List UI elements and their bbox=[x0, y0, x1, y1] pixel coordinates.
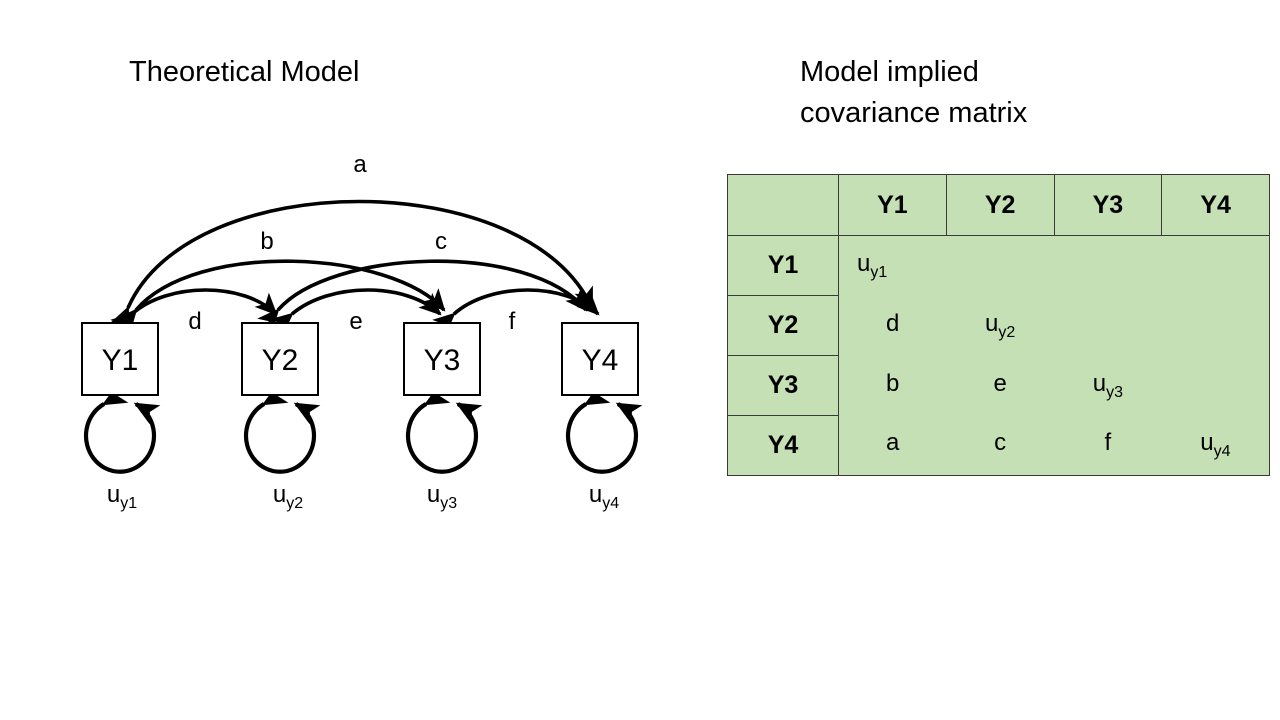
matrix-row-header-y1: Y1 bbox=[727, 235, 839, 296]
cell-base: f bbox=[1104, 429, 1112, 457]
matrix-row-header-y4: Y4 bbox=[727, 415, 839, 476]
cell-base: d bbox=[885, 309, 900, 337]
matrix-cell-y1-y3 bbox=[1054, 235, 1162, 296]
node-y4[interactable]: Y4 bbox=[561, 322, 639, 396]
cell-base: u bbox=[1092, 369, 1107, 397]
matrix-row-y4: Y4 a c f uy4 bbox=[727, 415, 1270, 476]
matrix-col-header-y2: Y2 bbox=[945, 174, 1055, 236]
residual-label-y2: uy2 bbox=[273, 481, 303, 512]
residual-label-y3: uy3 bbox=[427, 481, 457, 512]
matrix-cell-y1-y2 bbox=[946, 235, 1054, 296]
matrix-col-header-y1: Y1 bbox=[838, 174, 947, 236]
arc-label-f: f bbox=[509, 308, 516, 335]
arc-d bbox=[110, 288, 278, 335]
node-label-y1: Y1 bbox=[102, 344, 139, 377]
covariance-matrix-table: Y1 Y2 Y3 Y4 Y1 uy1 Y2 d bbox=[727, 174, 1270, 476]
matrix-cell-y3-y1: b bbox=[838, 355, 947, 416]
arc-label-a: a bbox=[353, 151, 367, 178]
arc-c bbox=[257, 259, 588, 332]
matrix-cell-y2-y3 bbox=[1054, 295, 1162, 356]
node-label-y3: Y3 bbox=[424, 344, 461, 377]
matrix-cell-y2-y4 bbox=[1161, 295, 1270, 356]
residual-label-y4: uy4 bbox=[589, 481, 619, 512]
matrix-cell-y3-y4 bbox=[1161, 355, 1270, 416]
node-y1[interactable]: Y1 bbox=[81, 322, 159, 396]
matrix-row-y1: Y1 uy1 bbox=[727, 235, 1270, 296]
matrix-corner-cell bbox=[727, 174, 839, 236]
residual-loop-y4 bbox=[565, 383, 643, 474]
matrix-row-header-y2: Y2 bbox=[727, 295, 839, 356]
cell-sub: y2 bbox=[998, 323, 1016, 341]
cell-base: u bbox=[984, 309, 999, 337]
node-y3[interactable]: Y3 bbox=[403, 322, 481, 396]
residual-loop-y1 bbox=[83, 383, 161, 474]
residual-loop-y2 bbox=[243, 383, 321, 474]
residual-label-y1: uy1 bbox=[107, 481, 137, 512]
theoretical-model-title: Theoretical Model bbox=[129, 56, 360, 88]
matrix-row-y2: Y2 d uy2 bbox=[727, 295, 1270, 356]
cell-sub: y1 bbox=[870, 263, 888, 281]
matrix-cell-y4-y3: f bbox=[1054, 415, 1162, 476]
arc-a bbox=[110, 199, 594, 331]
arc-label-c: c bbox=[435, 228, 447, 255]
node-label-y4: Y4 bbox=[582, 344, 619, 377]
cell-sub: y3 bbox=[1106, 383, 1123, 401]
arc-label-d: d bbox=[188, 308, 201, 335]
matrix-cell-y4-y2: c bbox=[946, 415, 1054, 476]
matrix-cell-y2-y1: d bbox=[838, 295, 947, 356]
node-y2[interactable]: Y2 bbox=[241, 322, 319, 396]
matrix-col-header-y3: Y3 bbox=[1053, 174, 1163, 236]
cell-base: b bbox=[885, 369, 900, 397]
arc-f bbox=[432, 288, 600, 335]
matrix-cell-y2-y2: uy2 bbox=[946, 295, 1054, 356]
residual-loop-y3 bbox=[405, 383, 483, 474]
path-diagram: a b c d e f Y1 Y2 Y3 Y4 uy1 uy2 uy3 uy4 bbox=[81, 151, 643, 512]
cell-sub: y4 bbox=[1213, 443, 1231, 461]
matrix-cell-y1-y1: uy1 bbox=[838, 235, 947, 296]
matrix-header-row: Y1 Y2 Y3 Y4 bbox=[727, 174, 1270, 236]
arc-e bbox=[270, 288, 442, 335]
matrix-row-header-y3: Y3 bbox=[727, 355, 839, 416]
cell-base: c bbox=[994, 429, 1007, 457]
cell-base: u bbox=[857, 249, 871, 277]
matrix-cell-y3-y3: uy3 bbox=[1054, 355, 1162, 416]
matrix-cell-y1-y4 bbox=[1161, 235, 1270, 296]
arc-label-e: e bbox=[349, 308, 362, 335]
covariance-matrix-title: Model implied covariance matrix bbox=[800, 56, 1028, 130]
cell-base: a bbox=[885, 429, 900, 457]
matrix-row-y3: Y3 b e uy3 bbox=[727, 355, 1270, 416]
node-label-y2: Y2 bbox=[262, 344, 299, 377]
matrix-col-header-y4: Y4 bbox=[1161, 174, 1270, 236]
matrix-cell-y4-y1: a bbox=[838, 415, 947, 476]
cell-base: e bbox=[993, 369, 1007, 397]
matrix-cell-y4-y4: uy4 bbox=[1161, 415, 1270, 476]
matrix-cell-y3-y2: e bbox=[946, 355, 1054, 416]
cell-base: u bbox=[1200, 429, 1214, 457]
arc-label-b: b bbox=[260, 228, 273, 255]
arc-b bbox=[115, 259, 446, 332]
